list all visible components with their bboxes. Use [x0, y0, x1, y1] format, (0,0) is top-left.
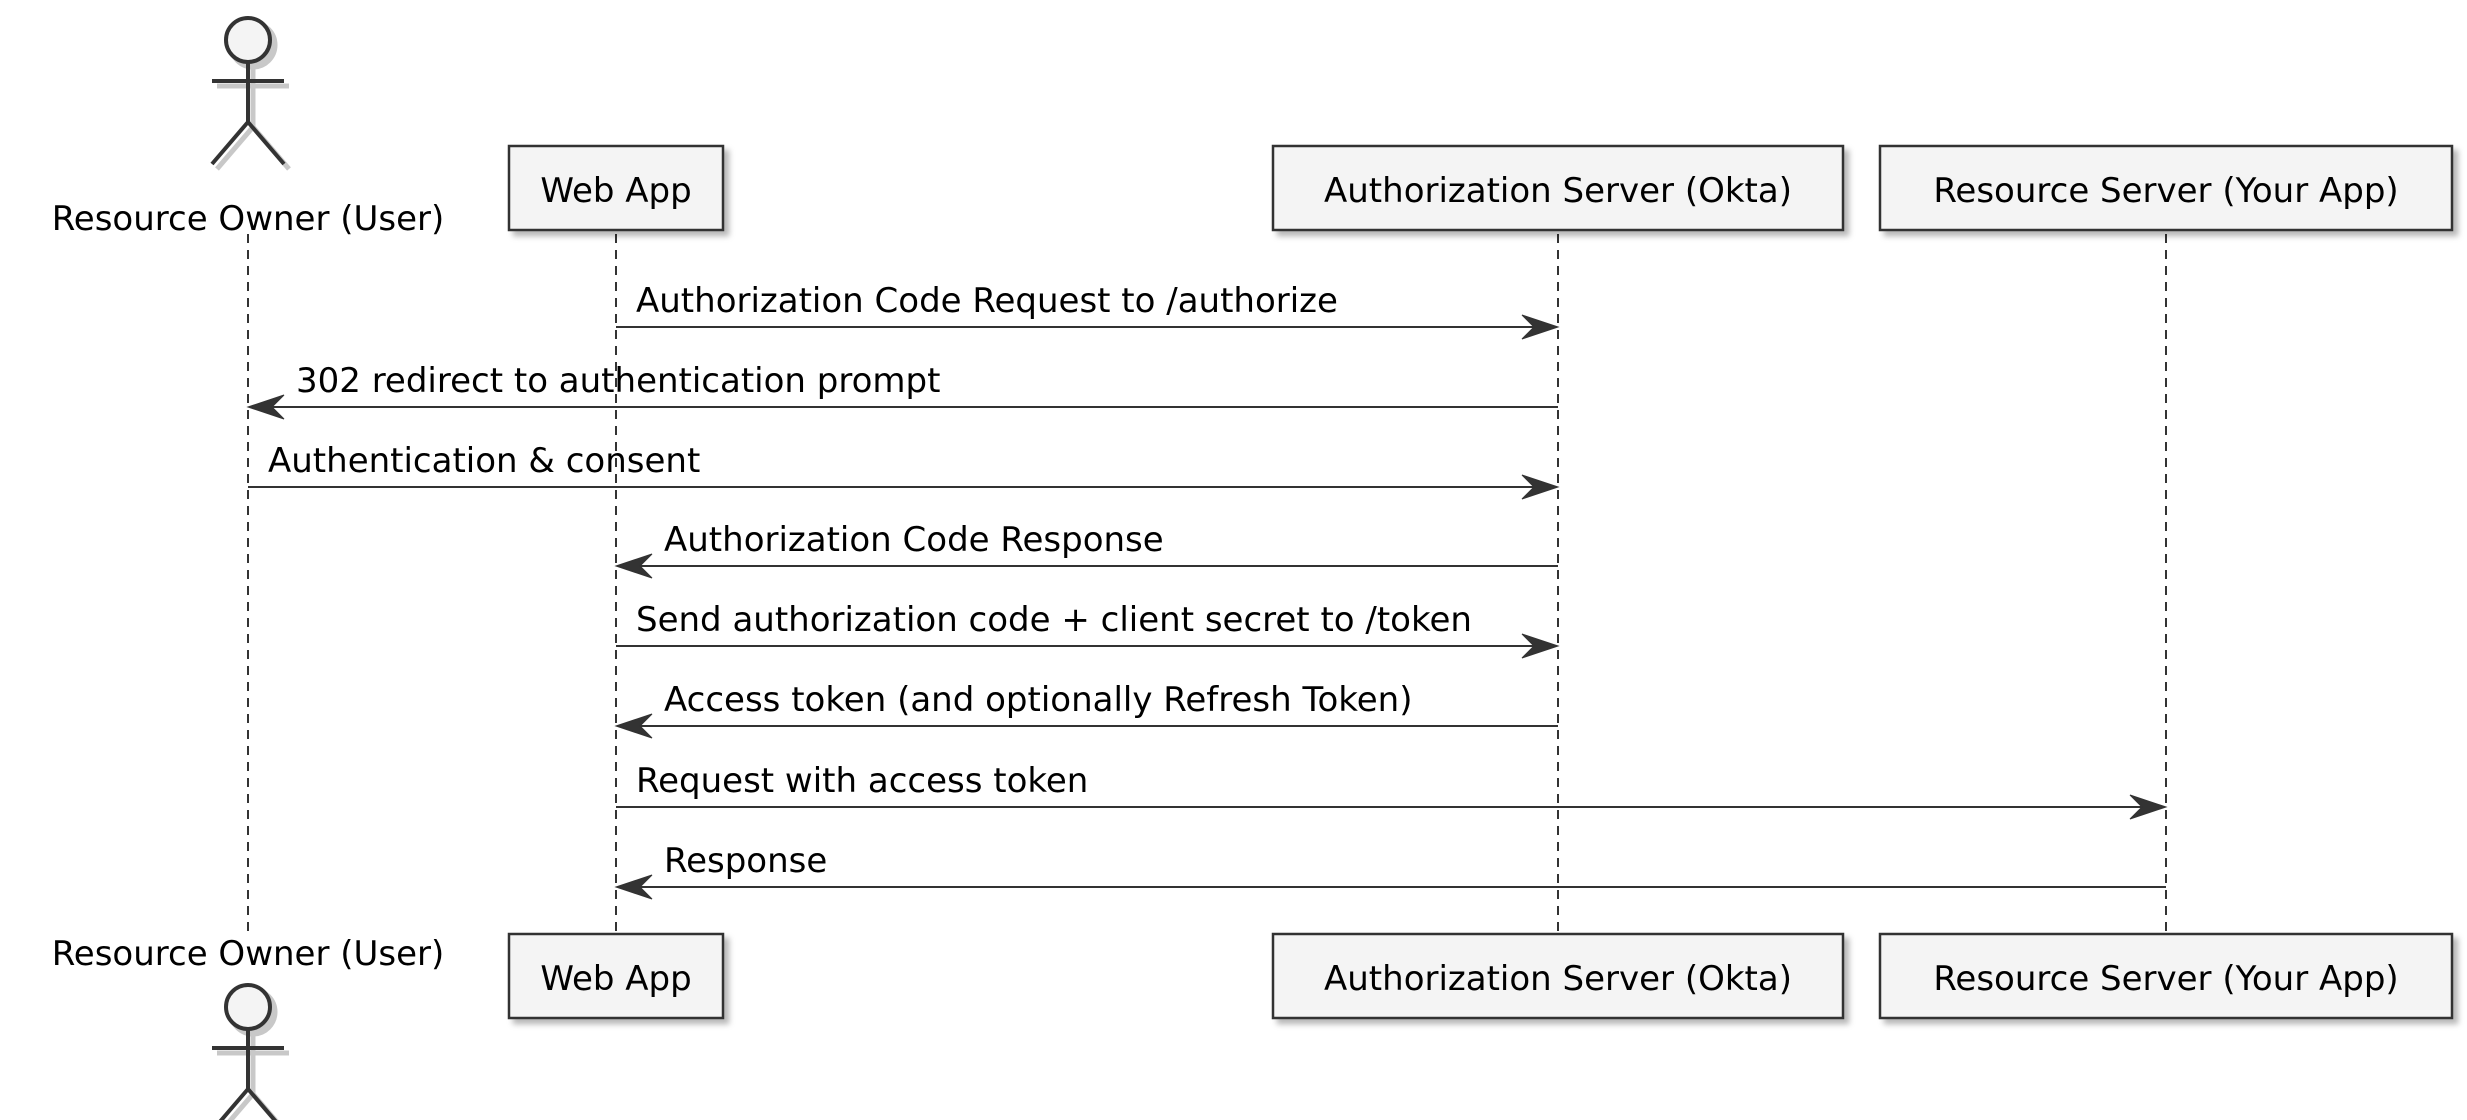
arrowhead	[614, 874, 653, 900]
message-arrow: Authentication & consent	[248, 441, 1560, 500]
message-arrow: Authorization Code Response	[614, 520, 1558, 579]
arrowhead	[1521, 633, 1560, 659]
arrowhead	[2129, 794, 2168, 820]
participant-authserver-top: Authorization Server (Okta)	[1271, 144, 1845, 232]
message-label: 302 redirect to authentication prompt	[296, 361, 940, 401]
message-label: Access token (and optionally Refresh Tok…	[664, 680, 1413, 720]
participant-label: Authorization Server (Okta)	[1324, 959, 1792, 999]
participant-webapp-top: Web App	[507, 144, 725, 232]
message-arrow: Access token (and optionally Refresh Tok…	[614, 680, 1558, 739]
message-arrow: Authorization Code Request to /authorize	[616, 281, 1560, 340]
participant-label: Web App	[540, 959, 691, 999]
participant-resserver-top: Resource Server (Your App)	[1878, 144, 2454, 232]
arrowhead	[614, 713, 653, 739]
participant-label: Authorization Server (Okta)	[1324, 171, 1792, 211]
participant-webapp-bottom: Web App	[507, 932, 725, 1020]
participant-label: Resource Server (Your App)	[1933, 959, 2398, 999]
message-label: Authentication & consent	[268, 441, 700, 481]
message-label: Authorization Code Request to /authorize	[636, 281, 1338, 321]
message-arrow: Request with access token	[616, 761, 2168, 820]
participant-resserver-bottom: Resource Server (Your App)	[1878, 932, 2454, 1020]
arrowhead	[1521, 314, 1560, 340]
participant-authserver-bottom: Authorization Server (Okta)	[1271, 932, 1845, 1020]
participant-label: Web App	[540, 171, 691, 211]
message-arrow: Send authorization code + client secret …	[616, 600, 1560, 659]
participant-label: Resource Server (Your App)	[1933, 171, 2398, 211]
message-label: Response	[664, 841, 827, 881]
participant-label-owner-bottom: Resource Owner (User)	[52, 934, 445, 974]
message-arrow: Response	[614, 841, 2166, 900]
arrowhead	[246, 394, 285, 420]
actor-figure-icon-top	[210, 16, 291, 171]
message-label: Request with access token	[636, 761, 1088, 801]
arrowhead	[614, 553, 653, 579]
message-label: Send authorization code + client secret …	[636, 600, 1472, 640]
actor-figure-icon-bottom	[212, 983, 289, 1120]
participant-label-owner-top: Resource Owner (User)	[52, 199, 445, 239]
arrowhead	[1521, 474, 1560, 500]
message-arrow: 302 redirect to authentication prompt	[246, 361, 1558, 420]
message-label: Authorization Code Response	[664, 520, 1164, 560]
